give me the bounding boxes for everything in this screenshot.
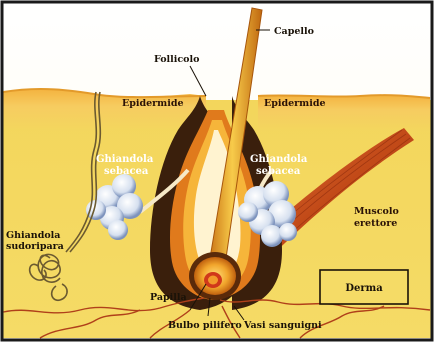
ghiandola-sebacea-right-label-2: sebacea: [256, 166, 301, 177]
epidermide-left-label: Epidermide: [122, 98, 184, 109]
ghiandola-sebacea-left-label-1: Ghiandola: [96, 154, 154, 165]
bulbo-label: Bulbo pilifero: [168, 320, 242, 331]
ghiandola-sudoripara-label-2: sudoripara: [6, 241, 64, 252]
epidermide-right-label: Epidermide: [264, 98, 326, 109]
ghiandola-sudoripara-label-1: Ghiandola: [6, 230, 60, 241]
papilla-core: [208, 276, 218, 285]
capello-label: Capello: [274, 26, 314, 37]
muscolo-label-1: Muscolo: [354, 206, 399, 217]
ghiandola-sebacea-left-label-2: sebacea: [104, 166, 149, 177]
ghiandola-sebacea-right-label-1: Ghiandola: [250, 154, 308, 165]
vasi-label: Vasi sanguigni: [243, 320, 322, 331]
derma-label: Derma: [345, 283, 383, 294]
muscolo-label-2: erettore: [354, 218, 397, 229]
papilla-label: Papilla: [150, 292, 187, 303]
follicolo-label: Follicolo: [154, 54, 199, 65]
